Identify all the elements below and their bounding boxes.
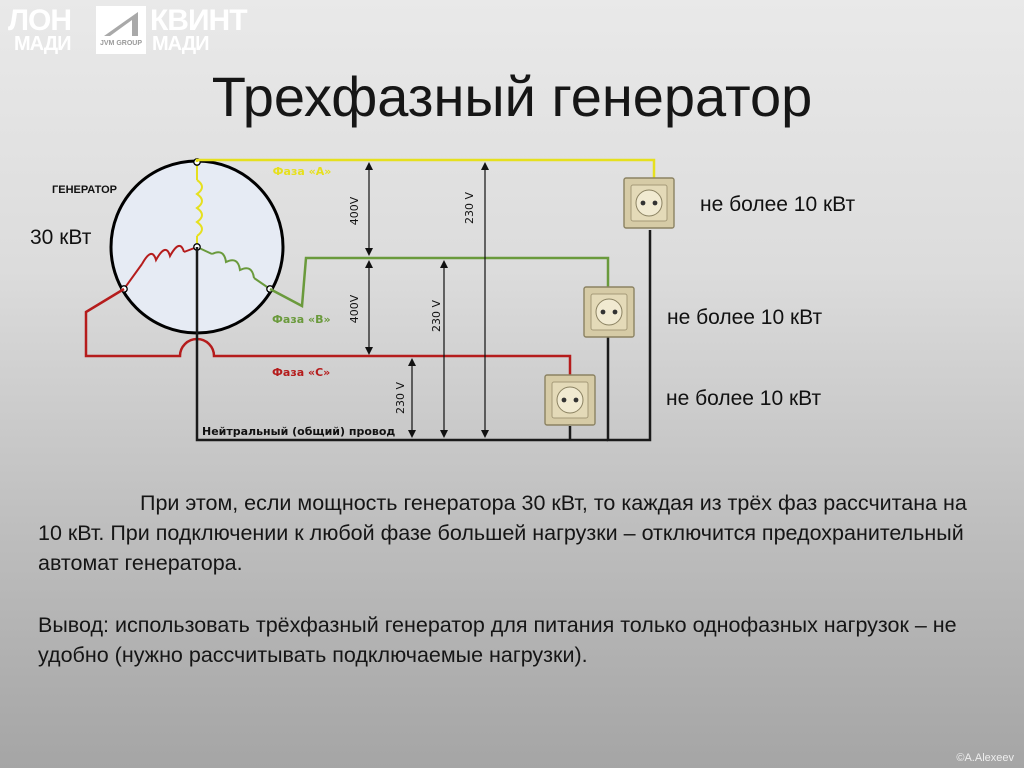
- emblem-arrow-icon: [104, 12, 138, 36]
- author-credit: ©A.Alexeev: [956, 752, 1014, 764]
- wire-neutral: [195, 230, 652, 442]
- label-v-bc: 400V: [348, 294, 361, 323]
- paragraph-explanation: При этом, если мощность генератора 30 кВ…: [38, 491, 967, 576]
- logo-emblem-text: JVM GROUP: [99, 40, 142, 47]
- generator-power: 30 кВт: [30, 226, 92, 249]
- logo-text-madi-right: МАДИ: [152, 33, 209, 55]
- paragraph-conclusion: Вывод: использовать трёхфазный генератор…: [38, 613, 957, 668]
- logo-text-kvint: КВИНТ: [150, 4, 248, 37]
- page-title: Трехфазный генератор: [211, 65, 813, 128]
- label-neutral: Нейтральный (общий) провод: [202, 425, 395, 438]
- socket-a-icon: [623, 177, 675, 229]
- wire-phase-c: [84, 287, 572, 376]
- voltage-arrows: [365, 162, 489, 438]
- load-limit-b: не более 10 кВт: [667, 306, 823, 329]
- logo: ЛОН МАДИ JVM GROUP КВИНТ МАДИ: [6, 4, 248, 56]
- label-v-ab: 400V: [348, 196, 361, 225]
- logo-emblem-icon: JVM GROUP: [96, 6, 146, 54]
- socket-b-icon: [583, 286, 635, 338]
- logo-text-madi-left: МАДИ: [14, 33, 71, 55]
- load-limit-a: не более 10 кВт: [700, 193, 856, 216]
- label-phase-b: Фаза «В»: [272, 313, 331, 326]
- label-phase-a: Фаза «А»: [273, 165, 332, 178]
- generator-label: ГЕНЕРАТОР: [52, 184, 117, 196]
- label-v-cn: 230 V: [394, 382, 407, 414]
- socket-c-icon: [544, 374, 596, 426]
- logo-text-lon: ЛОН: [8, 4, 72, 37]
- label-v-an: 230 V: [463, 192, 476, 224]
- wire-phase-b: [269, 256, 610, 308]
- label-v-bn: 230 V: [430, 300, 443, 332]
- load-limit-c: не более 10 кВт: [666, 387, 822, 410]
- wire-phase-a: [195, 158, 656, 178]
- label-phase-c: Фаза «С»: [272, 366, 330, 379]
